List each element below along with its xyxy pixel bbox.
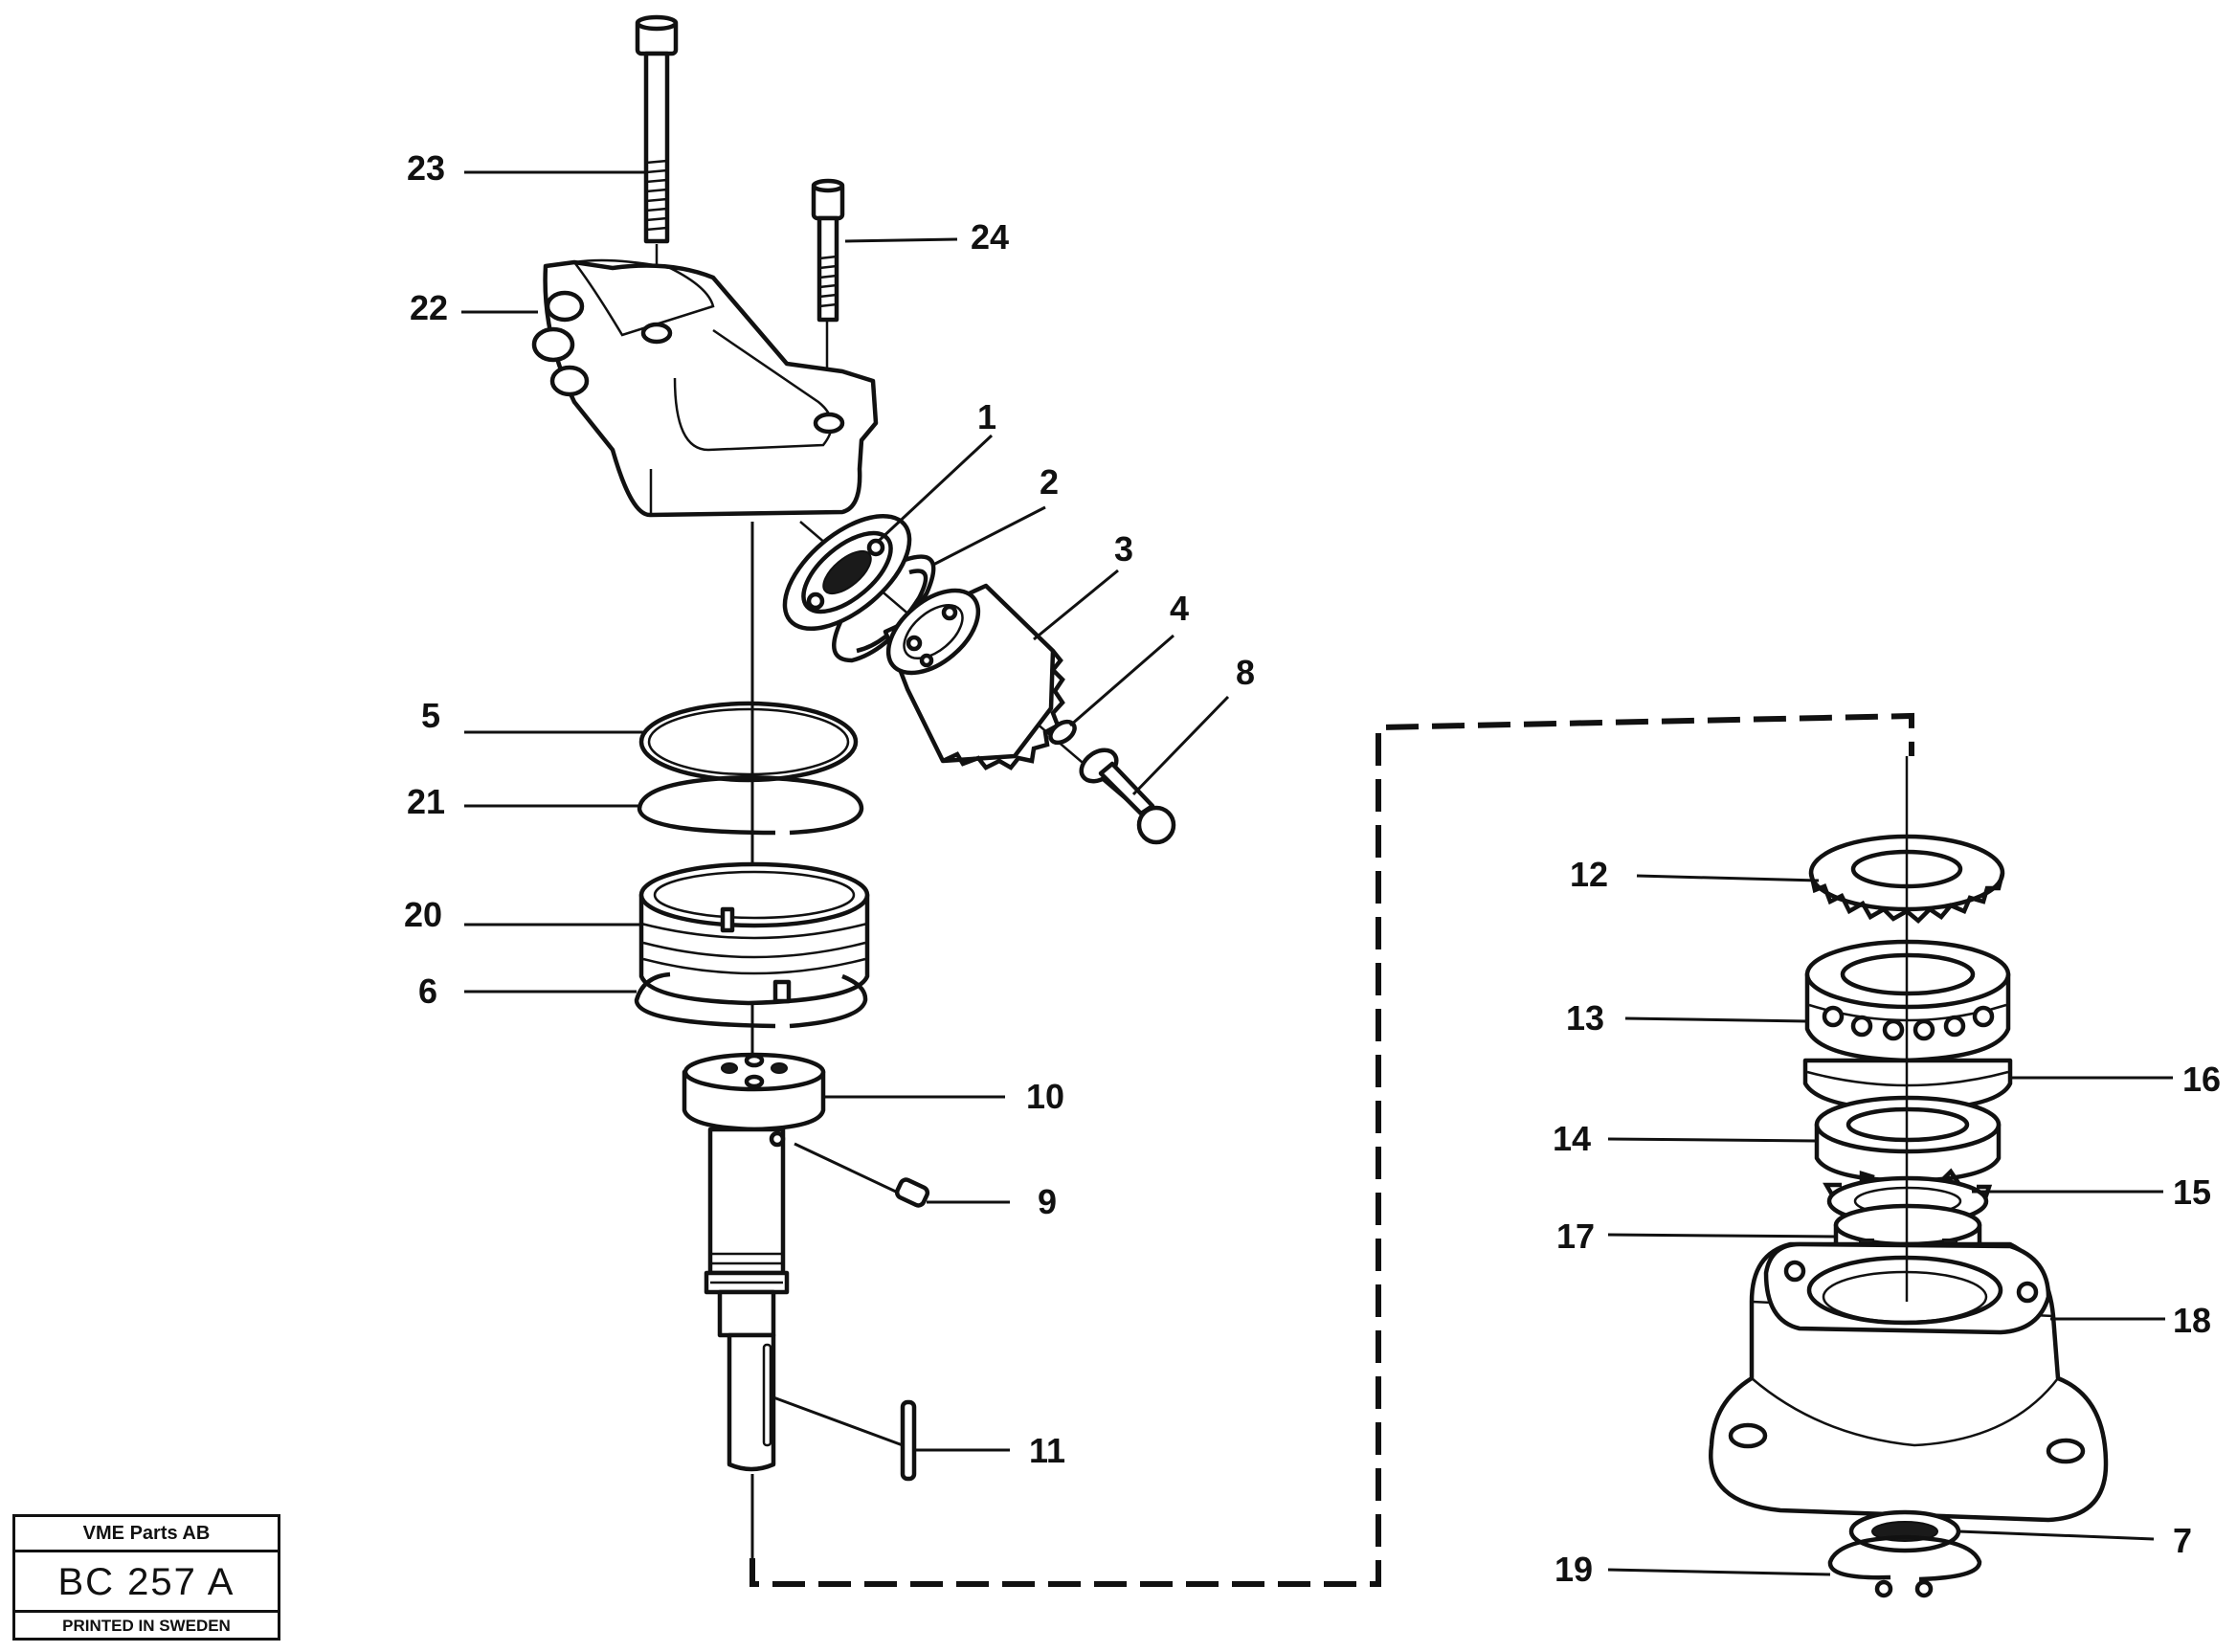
part-3-bevel-pinion bbox=[883, 583, 1065, 770]
part-23-cap-screw bbox=[635, 14, 679, 244]
callout-2: 2 bbox=[1040, 462, 1059, 502]
part-11-key bbox=[900, 1399, 917, 1482]
callout-20: 20 bbox=[404, 895, 442, 934]
part-24-cap-screw bbox=[811, 178, 845, 323]
part-9-pin bbox=[894, 1177, 930, 1208]
part-20-piston bbox=[638, 861, 870, 1006]
callout-17: 17 bbox=[1556, 1217, 1595, 1256]
callout-16: 16 bbox=[2182, 1060, 2221, 1099]
callout-18: 18 bbox=[2173, 1301, 2211, 1340]
title-stamp: VME Parts AB BC 257 A PRINTED IN SWEDEN bbox=[12, 1514, 280, 1641]
part-22-housing bbox=[531, 258, 879, 518]
callout-7: 7 bbox=[2173, 1521, 2192, 1560]
callout-11: 11 bbox=[1029, 1431, 1065, 1470]
callout-13: 13 bbox=[1566, 998, 1604, 1038]
part-8-ball-pin bbox=[1079, 748, 1176, 845]
stamp-company: VME Parts AB bbox=[15, 1517, 278, 1552]
callout-1: 1 bbox=[977, 397, 996, 436]
callout-6: 6 bbox=[418, 971, 437, 1011]
part-6-split-ring bbox=[634, 971, 868, 1029]
dashed-connector bbox=[749, 712, 1914, 1587]
part-5-o-ring bbox=[638, 701, 859, 783]
callout-10: 10 bbox=[1026, 1077, 1064, 1116]
callout-19: 19 bbox=[1555, 1550, 1593, 1589]
part-18-bearing-housing bbox=[1709, 1241, 2109, 1523]
callout-14: 14 bbox=[1553, 1119, 1591, 1158]
part-19-circlip bbox=[1827, 1534, 1982, 1598]
callout-21: 21 bbox=[407, 782, 445, 821]
callout-8: 8 bbox=[1236, 653, 1255, 692]
callout-22: 22 bbox=[410, 288, 448, 327]
callout-23: 23 bbox=[407, 148, 445, 188]
part-10-shaft bbox=[682, 1052, 826, 1472]
part-1-valve-plate bbox=[782, 513, 912, 632]
stamp-drawing-number: BC 257 A bbox=[15, 1552, 278, 1613]
callout-15: 15 bbox=[2173, 1172, 2211, 1212]
callout-labels: 1 2 3 4 5 6 7 8 9 10 11 12 13 14 15 16 1… bbox=[404, 148, 2221, 1589]
callout-24: 24 bbox=[971, 217, 1009, 257]
stamp-printed-note: PRINTED IN SWEDEN bbox=[62, 1617, 231, 1635]
callout-12: 12 bbox=[1570, 855, 1608, 894]
part-21-split-ring bbox=[637, 774, 864, 836]
callout-4: 4 bbox=[1170, 589, 1189, 628]
callout-5: 5 bbox=[421, 696, 440, 735]
leader-lines bbox=[461, 170, 2173, 1576]
part-7-seal bbox=[1848, 1509, 1961, 1553]
callout-3: 3 bbox=[1114, 529, 1133, 569]
callout-9: 9 bbox=[1038, 1182, 1057, 1221]
